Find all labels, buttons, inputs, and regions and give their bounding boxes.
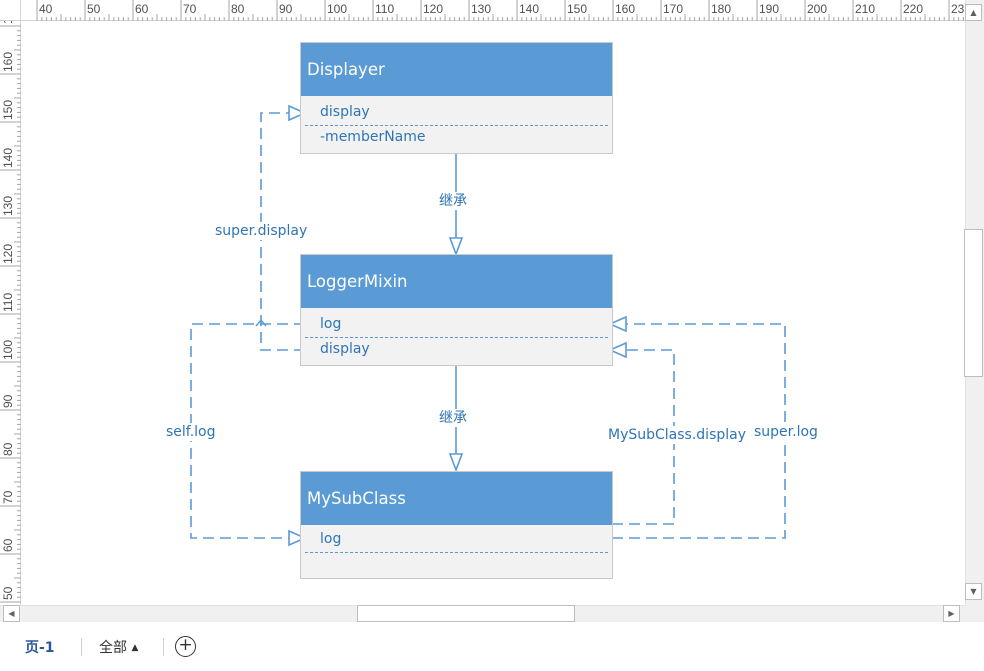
drawing-canvas[interactable]: Displayer display -memberName LoggerMixi… <box>21 21 965 605</box>
scroll-corner <box>965 605 984 622</box>
ruler-label: 140 <box>1 148 15 168</box>
ruler-label: 70 <box>1 490 15 504</box>
scroll-up-button[interactable]: ▲ <box>965 4 982 21</box>
tab-page-1[interactable]: 页-1 <box>25 640 55 656</box>
ruler-label: 190 <box>759 2 779 16</box>
super-log-arrowhead <box>608 315 627 333</box>
super-display-label[interactable]: super.display <box>215 222 308 240</box>
ruler-label: 40 <box>39 2 53 16</box>
member-separator <box>305 552 608 553</box>
ruler-corner <box>0 0 21 21</box>
ruler-label: 180 <box>711 2 731 16</box>
tab-all-label: 全部 <box>99 640 127 656</box>
mysubclass-display-connector[interactable] <box>612 349 675 525</box>
horizontal-scroll-thumb[interactable] <box>357 605 575 622</box>
page-tab-bar: 页-1 全部 ▲ + <box>0 622 984 671</box>
ruler-label: 210 <box>855 2 875 16</box>
member-separator <box>305 125 608 126</box>
ruler-label: 110 <box>1 293 15 312</box>
ruler-label: 50 <box>87 2 101 16</box>
inherit-arrowhead-1 <box>448 237 464 257</box>
scroll-left-button[interactable]: ◀ <box>3 605 20 622</box>
tab-divider <box>81 638 82 656</box>
member-display[interactable]: display <box>320 341 370 357</box>
ruler-label: 110 <box>375 2 394 16</box>
class-mysubclass[interactable]: MySubClass log <box>300 471 613 579</box>
super-log-label[interactable]: super.log <box>754 423 818 441</box>
self-log-arrowhead <box>288 529 307 547</box>
super-display-arrowhead <box>288 104 307 122</box>
class-loggermixin-name[interactable]: LoggerMixin <box>301 255 612 308</box>
top-ruler-ticks: 40 50 60 70 80 90 100 110 120 130 140 150 160 170 180 1… <box>36 0 965 21</box>
mysubclass-display-label[interactable]: MySubClass.display <box>608 426 747 444</box>
ruler-label: 200 <box>807 2 827 16</box>
ruler-label: 70 <box>183 2 197 16</box>
ruler-label: 60 <box>135 2 149 16</box>
tab-divider <box>163 638 164 656</box>
class-displayer[interactable]: Displayer display -memberName <box>300 42 613 154</box>
inherit-arrowhead-2 <box>448 453 464 473</box>
left-ruler-ticks: 171601501401301201101009080706050 <box>0 10 21 603</box>
add-page-icon[interactable]: + <box>175 636 196 657</box>
left-ruler: 171601501401301201101009080706050 <box>0 0 21 605</box>
ruler-label: 90 <box>1 394 15 408</box>
mysubclass-display-arrowhead <box>608 341 627 359</box>
member-log[interactable]: log <box>320 531 342 547</box>
vertical-scroll-thumb[interactable] <box>964 229 983 377</box>
ruler-label: 120 <box>423 2 443 16</box>
class-displayer-name[interactable]: Displayer <box>301 43 612 96</box>
ruler-label: 160 <box>615 2 635 16</box>
ruler-label: 80 <box>1 442 15 456</box>
ruler-label: 140 <box>519 2 539 16</box>
ruler-label: 150 <box>567 2 587 16</box>
self-log-label[interactable]: self.log <box>166 423 216 441</box>
member-membername[interactable]: -memberName <box>320 129 426 145</box>
ruler-label: 130 <box>1 196 15 216</box>
ruler-label: 170 <box>663 2 683 16</box>
top-ruler: 40 50 60 70 80 90 100 110 120 130 140 150 160 170 180 1… <box>0 0 965 21</box>
ruler-label: 160 <box>1 52 15 72</box>
scroll-right-button[interactable]: ▶ <box>943 605 960 622</box>
scroll-down-button[interactable]: ▼ <box>965 583 982 600</box>
inherit-label-1[interactable]: 继承 <box>439 192 467 210</box>
ruler-label: 100 <box>327 2 347 16</box>
member-separator <box>305 337 608 338</box>
caret-up-icon: ▲ <box>131 643 139 653</box>
inherit-label-2[interactable]: 继承 <box>439 409 467 427</box>
class-mysubclass-name[interactable]: MySubClass <box>301 472 612 525</box>
class-loggermixin[interactable]: LoggerMixin log display <box>300 254 613 366</box>
ruler-label: 150 <box>1 100 15 120</box>
ruler-label: 220 <box>903 2 923 16</box>
tab-all-pages[interactable]: 全部 ▲ <box>99 637 138 657</box>
ruler-label: 80 <box>231 2 245 16</box>
ruler-label: 90 <box>279 2 293 16</box>
ruler-label: 100 <box>1 340 15 360</box>
ruler-label: 23 <box>951 2 965 16</box>
member-log[interactable]: log <box>320 316 342 332</box>
ruler-label: 60 <box>1 538 15 552</box>
member-display[interactable]: display <box>320 104 370 120</box>
crossing-hop <box>255 318 267 327</box>
ruler-label: 130 <box>471 2 491 16</box>
ruler-label: 120 <box>1 244 15 264</box>
ruler-label: 50 <box>1 586 15 600</box>
